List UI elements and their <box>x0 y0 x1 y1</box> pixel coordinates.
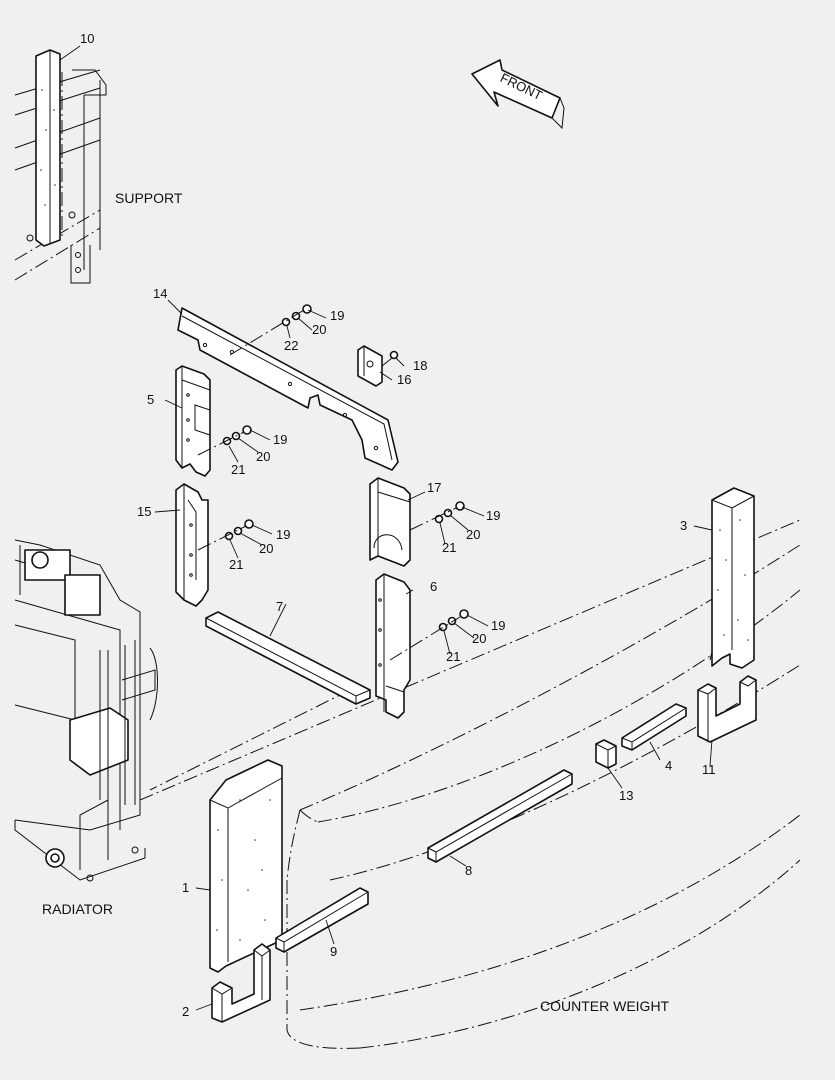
part-18-bolt <box>381 350 399 367</box>
callout-3: 3 <box>680 518 687 533</box>
callout-21: 21 <box>442 540 456 555</box>
callout-5: 5 <box>147 392 154 407</box>
callout-22: 22 <box>284 338 298 353</box>
callout-1: 1 <box>182 880 189 895</box>
part-13 <box>595 739 617 769</box>
callout-21: 21 <box>446 649 460 664</box>
leader-lines <box>59 45 713 1011</box>
part-2 <box>211 943 271 1023</box>
part-15 <box>175 483 209 607</box>
radiator: RADIATOR <box>14 539 158 917</box>
part-11 <box>697 675 757 743</box>
callout-14: 14 <box>153 286 167 301</box>
support-label: SUPPORT <box>115 190 183 206</box>
callout-17: 17 <box>427 480 441 495</box>
callout-19: 19 <box>330 308 344 323</box>
callout-6: 6 <box>430 579 437 594</box>
callout-20: 20 <box>472 631 486 646</box>
hardware-group-5 <box>197 425 252 456</box>
radiator-label: RADIATOR <box>42 901 113 917</box>
callout-8: 8 <box>465 863 472 878</box>
part-14 <box>177 307 399 471</box>
part-4 <box>621 703 687 751</box>
callout-21: 21 <box>229 557 243 572</box>
hardware-group-17 <box>409 501 465 531</box>
callout-11: 11 <box>702 762 716 777</box>
callout-numbers: 10 14 19 20 22 18 16 5 19 20 21 17 19 15… <box>80 31 716 1019</box>
callout-19: 19 <box>273 432 287 447</box>
part-10 <box>26 49 76 247</box>
callout-20: 20 <box>259 541 273 556</box>
part-3 <box>711 487 755 669</box>
part-16 <box>357 345 383 387</box>
callout-15: 15 <box>137 504 151 519</box>
part-9 <box>275 887 369 953</box>
counter-weight-outline <box>286 544 801 1049</box>
callout-19: 19 <box>276 527 290 542</box>
callout-18: 18 <box>413 358 427 373</box>
part-5 <box>175 365 211 477</box>
callout-7: 7 <box>276 599 283 614</box>
hardware-group-15 <box>197 519 254 551</box>
callout-9: 9 <box>330 944 337 959</box>
callout-2: 2 <box>182 1004 189 1019</box>
part-1 <box>209 759 283 973</box>
callout-20: 20 <box>256 449 270 464</box>
callout-20: 20 <box>312 322 326 337</box>
part-6 <box>375 573 411 719</box>
part-8 <box>427 769 573 863</box>
callout-10: 10 <box>80 31 94 46</box>
part-17 <box>369 477 411 567</box>
front-arrow: FRONT <box>471 59 565 130</box>
callout-4: 4 <box>665 758 672 773</box>
counter-weight-label: COUNTER WEIGHT <box>540 998 670 1014</box>
callout-19: 19 <box>491 618 505 633</box>
hardware-group-6 <box>389 609 469 661</box>
callout-20: 20 <box>466 527 480 542</box>
part-7 <box>205 611 371 705</box>
callout-19: 19 <box>486 508 500 523</box>
callout-21: 21 <box>231 462 245 477</box>
callout-16: 16 <box>397 372 411 387</box>
hardware-group-top <box>229 304 312 356</box>
callout-13: 13 <box>619 788 633 803</box>
